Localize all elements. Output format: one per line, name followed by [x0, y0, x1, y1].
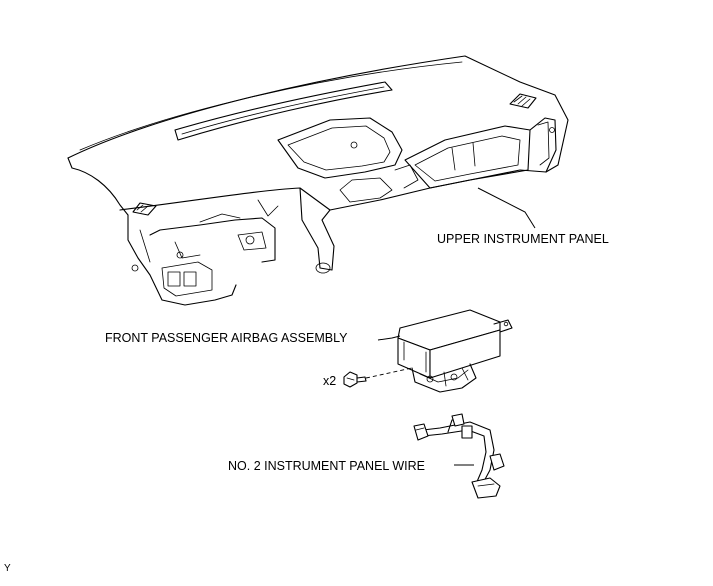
upper-instrument-panel-illustration: [67, 55, 569, 306]
corner-code-label: Y: [4, 563, 11, 574]
front-passenger-airbag-label: FRONT PASSENGER AIRBAG ASSEMBLY: [105, 331, 348, 345]
instrument-panel-wire-label: NO. 2 INSTRUMENT PANEL WIRE: [228, 459, 426, 473]
bolt-dashed-line: [365, 367, 413, 379]
instrument-panel-wire-illustration: [413, 413, 505, 499]
airbag-leader: [377, 335, 401, 341]
upper-panel-leader: [477, 187, 536, 229]
front-passenger-airbag-illustration: [397, 309, 513, 393]
bolt-illustration: [343, 371, 367, 388]
upper-instrument-panel-label: UPPER INSTRUMENT PANEL: [437, 232, 609, 246]
bolt-quantity-label: x2: [323, 374, 337, 388]
